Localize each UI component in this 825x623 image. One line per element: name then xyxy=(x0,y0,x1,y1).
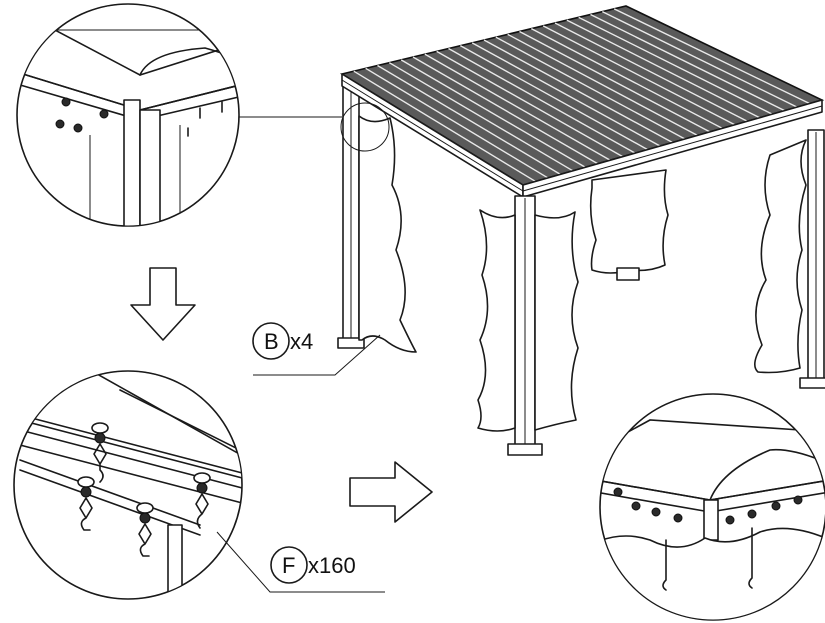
roof-slat xyxy=(613,8,810,105)
roof-slat xyxy=(377,64,561,175)
back-post-foot xyxy=(616,267,640,281)
roof-slat xyxy=(388,62,574,172)
part-b-quantity: x4 xyxy=(290,329,313,354)
curtain-front-left xyxy=(477,209,516,432)
detail-corner-installed xyxy=(599,393,825,621)
curtain-left xyxy=(358,115,417,353)
part-label-b: B x4 xyxy=(252,322,381,376)
roof-slat xyxy=(400,59,586,168)
curtain-right xyxy=(754,139,807,374)
roof-slat xyxy=(436,50,624,158)
roof-slat xyxy=(507,33,698,137)
roof-slat xyxy=(519,30,711,133)
roof-slat xyxy=(448,47,636,154)
roof-slat xyxy=(412,56,599,165)
detail-corner-top xyxy=(16,3,240,227)
roof-slat xyxy=(602,11,798,108)
hook-1 xyxy=(91,422,109,483)
roof-slat xyxy=(542,25,736,126)
curtain-front-right xyxy=(534,211,579,431)
roof-slat xyxy=(459,45,648,151)
part-label-f: F x160 xyxy=(216,531,385,593)
part-f-letter: F xyxy=(282,553,295,578)
roof-slat xyxy=(424,53,611,161)
hook-3 xyxy=(136,502,154,557)
roof-slat xyxy=(554,22,748,122)
hook-2 xyxy=(77,476,95,531)
detail-callout-circle xyxy=(340,102,390,152)
roof-slat xyxy=(566,19,761,119)
roof-slat xyxy=(590,13,785,112)
roof-slat xyxy=(483,39,673,144)
roof-slat xyxy=(495,36,686,140)
detail-hooks xyxy=(13,370,243,600)
hook-4 xyxy=(193,472,211,529)
pergola xyxy=(233,5,825,456)
roof-slat xyxy=(353,70,536,183)
roof xyxy=(339,5,825,198)
down-arrow-icon xyxy=(130,267,196,341)
roof-slat xyxy=(365,67,549,179)
right-arrow-icon xyxy=(349,461,433,523)
post-right xyxy=(799,129,825,389)
part-b-letter: B xyxy=(264,329,279,354)
roof-slat xyxy=(531,28,723,129)
roof-slat xyxy=(471,42,661,147)
roof-slat xyxy=(578,16,773,115)
curtain-back xyxy=(589,169,669,274)
part-f-quantity: x160 xyxy=(308,553,356,578)
